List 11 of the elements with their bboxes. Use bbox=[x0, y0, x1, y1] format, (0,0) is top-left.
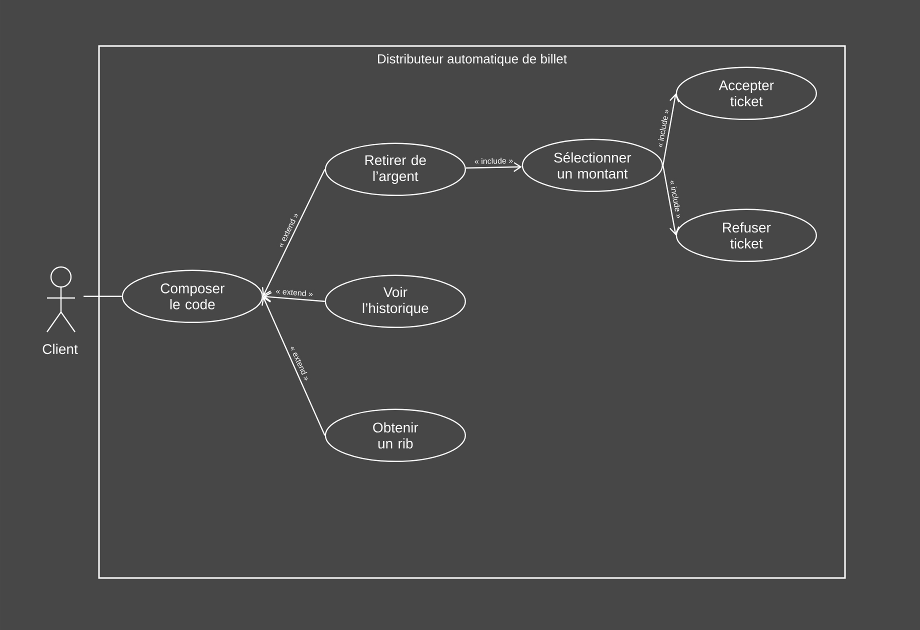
edge-label: « include » bbox=[474, 158, 513, 164]
connector bbox=[262, 296, 326, 436]
connector bbox=[263, 292, 325, 302]
connector bbox=[662, 93, 680, 166]
actor: Client bbox=[42, 266, 78, 354]
connector bbox=[662, 165, 680, 236]
connector bbox=[84, 296, 122, 297]
connector bbox=[262, 169, 326, 296]
edge-label: « extend » bbox=[276, 290, 313, 296]
connector bbox=[466, 162, 522, 172]
node-label: Client bbox=[42, 344, 78, 354]
